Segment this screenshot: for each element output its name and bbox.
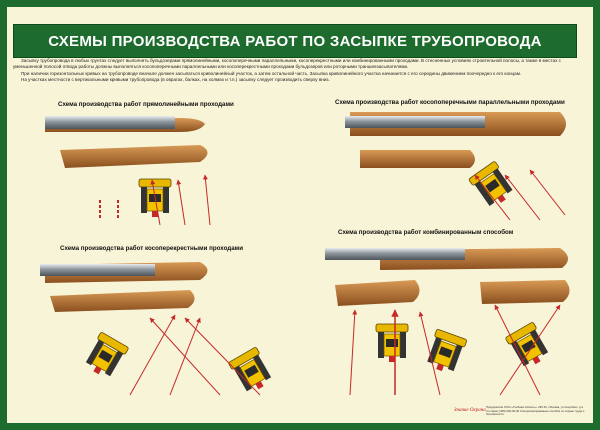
- pass-arrow: [184, 317, 261, 396]
- pipe: [345, 116, 485, 128]
- pipe: [40, 264, 155, 276]
- bulldozer: [227, 346, 276, 397]
- pass-arrow: [504, 174, 541, 221]
- pipe: [325, 248, 465, 260]
- diagram-cross-passes: [40, 262, 276, 397]
- pass-arrow: [129, 314, 176, 396]
- pass-arrow: [418, 311, 441, 396]
- bulldozer: [375, 323, 409, 363]
- soil-pile: [480, 280, 570, 304]
- soil-pile: [335, 280, 420, 306]
- caption-parallel-passes: Схема производства работ косопоперечными…: [335, 99, 565, 106]
- title-banner: СХЕМЫ ПРОИЗВОДСТВА РАБОТ ПО ЗАСЫПКЕ ТРУБ…: [13, 24, 577, 58]
- pass-arrow: [176, 179, 186, 226]
- pass-arrow: [474, 174, 511, 221]
- bulldozer: [81, 331, 130, 382]
- soil-pile: [50, 290, 195, 312]
- bulldozer: [423, 328, 468, 377]
- pass-arrow: [150, 179, 161, 226]
- soil-pile: [60, 145, 208, 168]
- caption-cross-passes: Схема производства работ косоперекрестны…: [60, 245, 244, 252]
- pass-arrow: [202, 174, 211, 226]
- publisher-note: Предприятие ООО «Учебная область»: 236 4…: [486, 405, 585, 417]
- pass-arrow: [494, 304, 541, 396]
- bulldozer: [467, 160, 517, 211]
- pass-arrow: [149, 317, 221, 396]
- diagram-parallel-passes: [345, 112, 566, 221]
- soil-pile: [360, 150, 475, 168]
- intro-paragraph-2: При наличии горизонтальных кривых на тру…: [21, 70, 522, 76]
- pass-arrow: [349, 309, 358, 396]
- page-title: СХЕМЫ ПРОИЗВОДСТВА РАБОТ ПО ЗАСЫПКЕ ТРУБ…: [48, 32, 542, 50]
- intro-text: Засыпку трубопровода в любых грунтах сле…: [13, 58, 575, 84]
- pass-arrow: [529, 169, 566, 216]
- intro-paragraph-1: Засыпку трубопровода в любых грунтах сле…: [13, 58, 561, 70]
- caption-straight-passes: Схема производства работ прямолинейными …: [58, 101, 234, 108]
- publisher-logo: Знание Охрана: [454, 408, 486, 413]
- intro-paragraph-3: На участках местности с вертикальными кр…: [21, 77, 330, 83]
- diagram-combined-method: [325, 248, 570, 396]
- bulldozer: [504, 321, 553, 372]
- diagram-straight-passes: [45, 116, 211, 226]
- pipe: [45, 116, 175, 129]
- pass-arrow: [499, 304, 561, 396]
- caption-combined-method: Схема производства работ комбинированным…: [338, 229, 514, 236]
